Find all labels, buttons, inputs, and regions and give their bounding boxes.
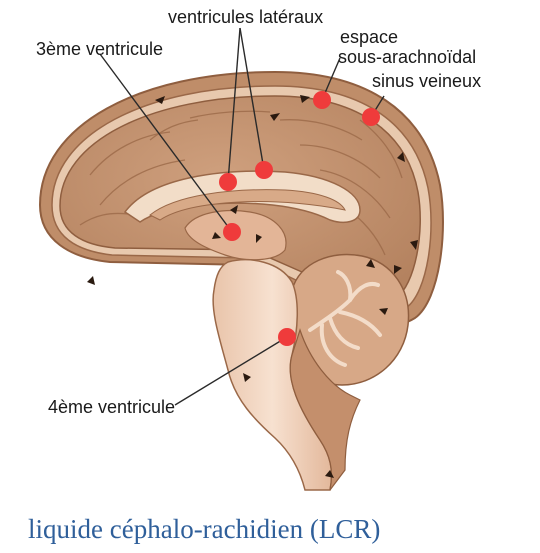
caption: liquide céphalo-rachidien (LCR) [28,514,380,545]
marker-sinus-veineux [362,108,380,126]
label-3eme-ventricule: 3ème ventricule [36,40,163,58]
marker-ventricules-lateraux-1 [219,173,237,191]
label-sinus-veineux: sinus veineux [372,72,481,90]
label-sous-arachnoidal: sous-arachnoïdal [338,48,476,66]
marker-3eme-ventricule [223,223,241,241]
label-4eme-ventricule: 4ème ventricule [48,398,175,416]
marker-ventricules-lateraux-2 [255,161,273,179]
marker-espace-sous-arachnoidal [313,91,331,109]
label-ventricules-lateraux: ventricules latéraux [168,8,323,26]
marker-4eme-ventricule [278,328,296,346]
label-espace: espace [340,28,398,46]
